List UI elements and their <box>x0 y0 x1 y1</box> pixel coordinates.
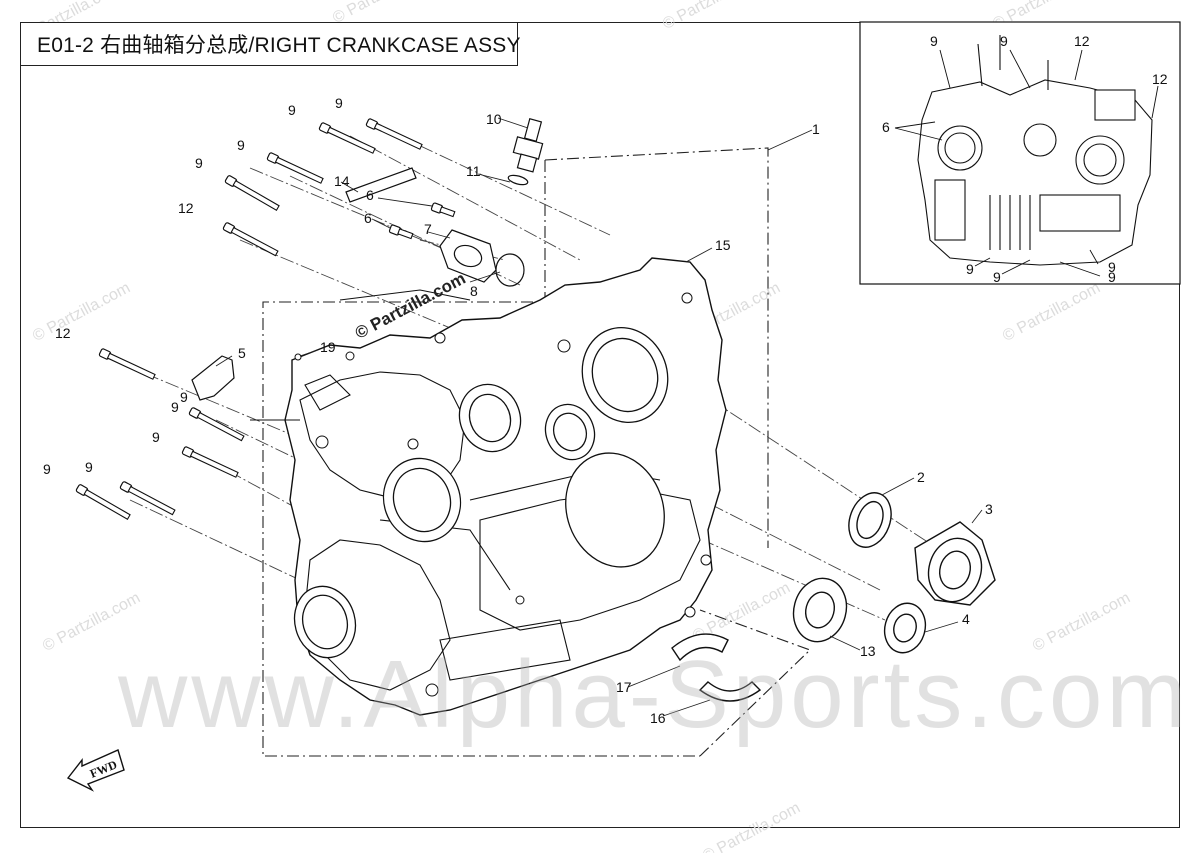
inset-callout-label: 9 <box>1000 33 1008 49</box>
inset-callout-label: 9 <box>993 269 1001 285</box>
half-bearing-part-17 <box>671 633 729 662</box>
callout-label: 9 <box>335 95 343 111</box>
callout-label: 12 <box>55 325 71 341</box>
inset-callout-label: 9 <box>1108 259 1116 275</box>
callout-label: 14 <box>334 173 350 189</box>
half-bearing-part-16 <box>698 681 762 702</box>
callout-label: 10 <box>486 111 502 127</box>
callout-label: 13 <box>860 643 876 659</box>
callout-label: 11 <box>466 163 481 179</box>
sensor-part-10 <box>507 118 544 186</box>
callout-label: 9 <box>180 389 188 405</box>
diagram-title: E01-2 右曲轴箱分总成/RIGHT CRANKCASE ASSY <box>20 22 521 66</box>
callout-label: 9 <box>43 461 51 477</box>
diagram-frame <box>20 22 1180 828</box>
callout-label: 6 <box>366 187 374 203</box>
inset-callout-labels: 9 9 12 12 6 9 9 9 9 <box>882 33 1168 285</box>
short-bolts <box>388 201 456 241</box>
callout-label: 9 <box>237 137 245 153</box>
callout-leaders <box>215 117 983 717</box>
callout-label: 4 <box>962 611 970 627</box>
inset-engine-drawing <box>917 35 1153 266</box>
bolt-set-lower <box>75 406 246 522</box>
inset-callout-label: 9 <box>1108 269 1116 285</box>
callout-label: 19 <box>320 339 336 355</box>
inset-callout-label: 12 <box>1074 33 1090 49</box>
bearing-part-4 <box>883 602 927 654</box>
watermark-site: www.Alpha-Sports.com <box>118 641 1191 748</box>
crankcase-bores <box>293 327 669 659</box>
callout-label: 15 <box>715 237 731 253</box>
callout-label: 2 <box>917 469 925 485</box>
callout-label: 9 <box>152 429 160 445</box>
plate-part-14 <box>345 167 417 203</box>
forward-arrow: FWD <box>66 749 125 792</box>
callout-label: 8 <box>470 283 478 299</box>
callout-label: 6 <box>364 210 372 226</box>
callout-label: 12 <box>178 200 194 216</box>
oil-seal-part-2 <box>848 492 892 548</box>
inset-callout-label: 12 <box>1152 71 1168 87</box>
callout-label: 16 <box>650 710 666 726</box>
callout-label: 9 <box>288 102 296 118</box>
callout-label: 9 <box>85 459 93 475</box>
inset-callout-label: 9 <box>966 261 974 277</box>
bearing-part-13 <box>792 577 848 643</box>
inset-callout-label: 9 <box>930 33 938 49</box>
crankcase-bosses <box>315 292 712 697</box>
callout-label: 1 <box>812 121 820 137</box>
o-ring-part-8 <box>495 253 525 287</box>
callout-label: 3 <box>985 501 993 517</box>
bearing-part-3 <box>914 521 996 606</box>
bolt-set-upper <box>98 117 424 382</box>
callout-label: 9 <box>171 399 179 415</box>
inset-leaders <box>894 49 1159 277</box>
cover-part-7 <box>439 229 497 283</box>
inset-callout-label: 6 <box>882 119 890 135</box>
assembly-outline <box>262 147 812 757</box>
callout-label: 5 <box>238 345 246 361</box>
pin-part-19 <box>294 353 302 361</box>
bracket-part-5 <box>191 355 235 401</box>
callout-label: 9 <box>195 155 203 171</box>
page-title: E01-2 右曲轴箱分总成/RIGHT CRANKCASE ASSY <box>37 34 521 57</box>
callout-label: 7 <box>424 221 432 237</box>
callout-label: 17 <box>616 679 632 695</box>
callout-labels: 1 2 3 4 5 6 6 7 8 9 9 9 9 9 9 9 9 9 10 1… <box>43 95 993 726</box>
